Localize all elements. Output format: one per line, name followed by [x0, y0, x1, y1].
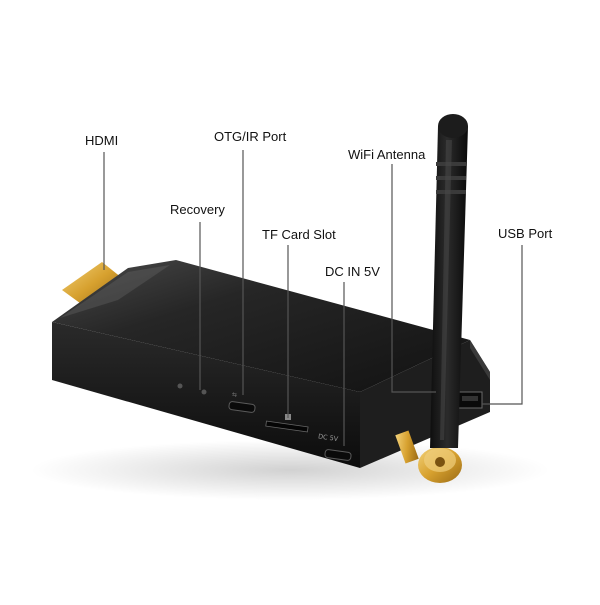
wifi-antenna	[430, 114, 468, 448]
top-sheen	[60, 265, 170, 318]
usb-callout-line	[482, 245, 523, 405]
dc-in-port: DC 5V	[318, 432, 352, 461]
wifi-antenna-label: WiFi Antenna	[348, 147, 426, 162]
device-top-face	[52, 260, 470, 392]
wifi-callout-line	[391, 164, 436, 393]
usb-port-label: USB Port	[498, 226, 553, 241]
antenna-base	[395, 430, 462, 483]
otg-port: ⇆	[228, 391, 256, 413]
ir-sensor	[201, 389, 207, 395]
floor-shadow	[30, 440, 550, 500]
recovery-pinhole	[177, 383, 183, 389]
tf-card-slot-label: TF Card Slot	[262, 227, 336, 242]
otg-ir-port-label: OTG/IR Port	[214, 129, 287, 144]
device-front-face	[52, 322, 360, 468]
hdmi-label: HDMI	[85, 133, 119, 148]
dc-in-label: DC IN 5V	[325, 264, 380, 279]
svg-text:⇆: ⇆	[232, 391, 238, 399]
recovery-label: Recovery	[170, 202, 225, 217]
callout-lines	[103, 150, 523, 446]
dc-marking: DC 5V	[318, 432, 340, 443]
usb-port	[457, 391, 483, 409]
